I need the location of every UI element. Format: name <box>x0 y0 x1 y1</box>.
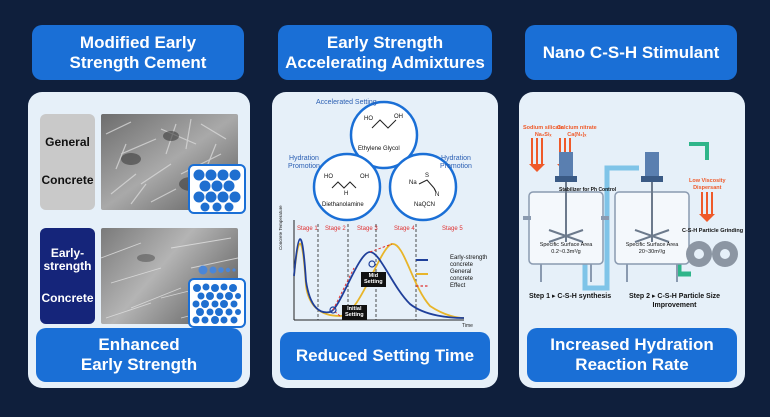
particle-size-dots-icon <box>198 265 236 275</box>
calcium-nitrate-label: Calcium nitrate Ca(N₂)ₓ <box>557 125 597 138</box>
naqcn-circle <box>388 152 458 222</box>
stage-1-label: Stage 1 <box>297 226 318 232</box>
panel-modified-cement: General Concrete <box>28 92 250 388</box>
csh-process-diagram <box>523 138 738 291</box>
oh-label-2: OH <box>360 174 369 180</box>
particle-packing-general-icon <box>188 164 246 214</box>
ssa1-label: Specific Surface Area <box>539 242 593 248</box>
h-label: H <box>344 191 349 197</box>
legend-effect-label: Effect <box>450 283 466 289</box>
ssa2-value: 20~30m²/g <box>638 249 666 255</box>
ssa2-label: Specific Surface Area <box>625 242 679 248</box>
grinding-gears-icon <box>686 241 738 267</box>
ethylene-glycol-label: Ethylene Glycol <box>358 146 400 152</box>
header-accelerating-admixtures: Early Strength Accelerating Admixtures <box>278 25 492 80</box>
sodium-silicate-label: Sodium silicate Na₂Siₓ <box>523 125 564 138</box>
legend-general-label: General concrete <box>450 269 474 282</box>
particle-packing-early-icon <box>188 278 246 328</box>
accelerated-setting-label: Accelerated Setting <box>316 99 377 106</box>
admixture-diagram <box>312 100 458 222</box>
ho-label: HO <box>364 116 373 122</box>
na-label: Na <box>409 180 417 186</box>
grinding-label: C-S-H Particle Grinding <box>682 228 744 234</box>
reactor-2 <box>614 152 690 282</box>
low-viscosity-label: Low Viscosity Dispersant <box>689 178 726 191</box>
initial-setting-marker <box>329 306 337 314</box>
mid-setting-tag: Mid Setting <box>361 272 386 287</box>
ho-label-2: HO <box>324 174 333 180</box>
header-modified-cement: Modified Early Strength Cement <box>32 25 244 80</box>
n-label: N <box>435 192 440 198</box>
stage-5-label: Stage 5 <box>442 226 463 232</box>
diethanolamine-circle <box>312 152 382 222</box>
step-1-label: Step 1 ▸ C-S-H synthesis <box>529 293 612 300</box>
footer-enhanced-early-strength: Enhanced Early Strength <box>36 328 242 382</box>
footer-increased-hydration: Increased Hydration Reaction Rate <box>527 328 737 382</box>
hydration-promotion-right-label: Hydration Promotion <box>440 155 472 171</box>
stage-3-label: Stage 3 <box>357 226 378 232</box>
early-strength-concrete-label: Early- strength Concrete <box>40 228 95 324</box>
stabilizer-label: Stabilizer for Ph Control <box>559 187 617 193</box>
step-2-label: Step 2 ▸ C-S-H Particle Size Improvement <box>629 293 721 310</box>
ssa1-value: 0.2~0.3m²/g <box>551 249 581 255</box>
hydration-promotion-left-label: Hydration Promotion <box>288 155 320 171</box>
mid-setting-marker <box>368 260 376 268</box>
panel-accelerating-admixtures: Accelerated Setting Hydration Promotion … <box>272 92 498 388</box>
chart-y-axis-label: Concrete Temperature <box>278 205 283 250</box>
reactor-1 <box>523 152 609 282</box>
chart-x-axis-label: Time <box>462 323 473 329</box>
legend-early-label: Early-strength concrete <box>450 255 488 268</box>
ethylene-glycol-circle <box>349 100 419 170</box>
initial-setting-tag: Initial Setting <box>342 305 367 320</box>
early-strength-concrete-curve <box>293 238 465 319</box>
diethanolamine-label: Diethanolamine <box>322 202 364 208</box>
panel-nano-csh: Sodium silicate Na₂Siₓ Calcium nitrate C… <box>519 92 745 388</box>
naqcn-label: NaQCN <box>414 202 436 208</box>
footer-reduced-setting-time: Reduced Setting Time <box>280 332 490 380</box>
oh-label: OH <box>394 114 403 120</box>
general-concrete-label: General Concrete <box>40 114 95 210</box>
s-label: S <box>425 173 430 179</box>
header-nano-csh: Nano C-S-H Stimulant <box>525 25 737 80</box>
effect-lines <box>332 243 393 317</box>
stage-4-label: Stage 4 <box>394 226 415 232</box>
stage-2-label: Stage 2 <box>325 226 346 232</box>
